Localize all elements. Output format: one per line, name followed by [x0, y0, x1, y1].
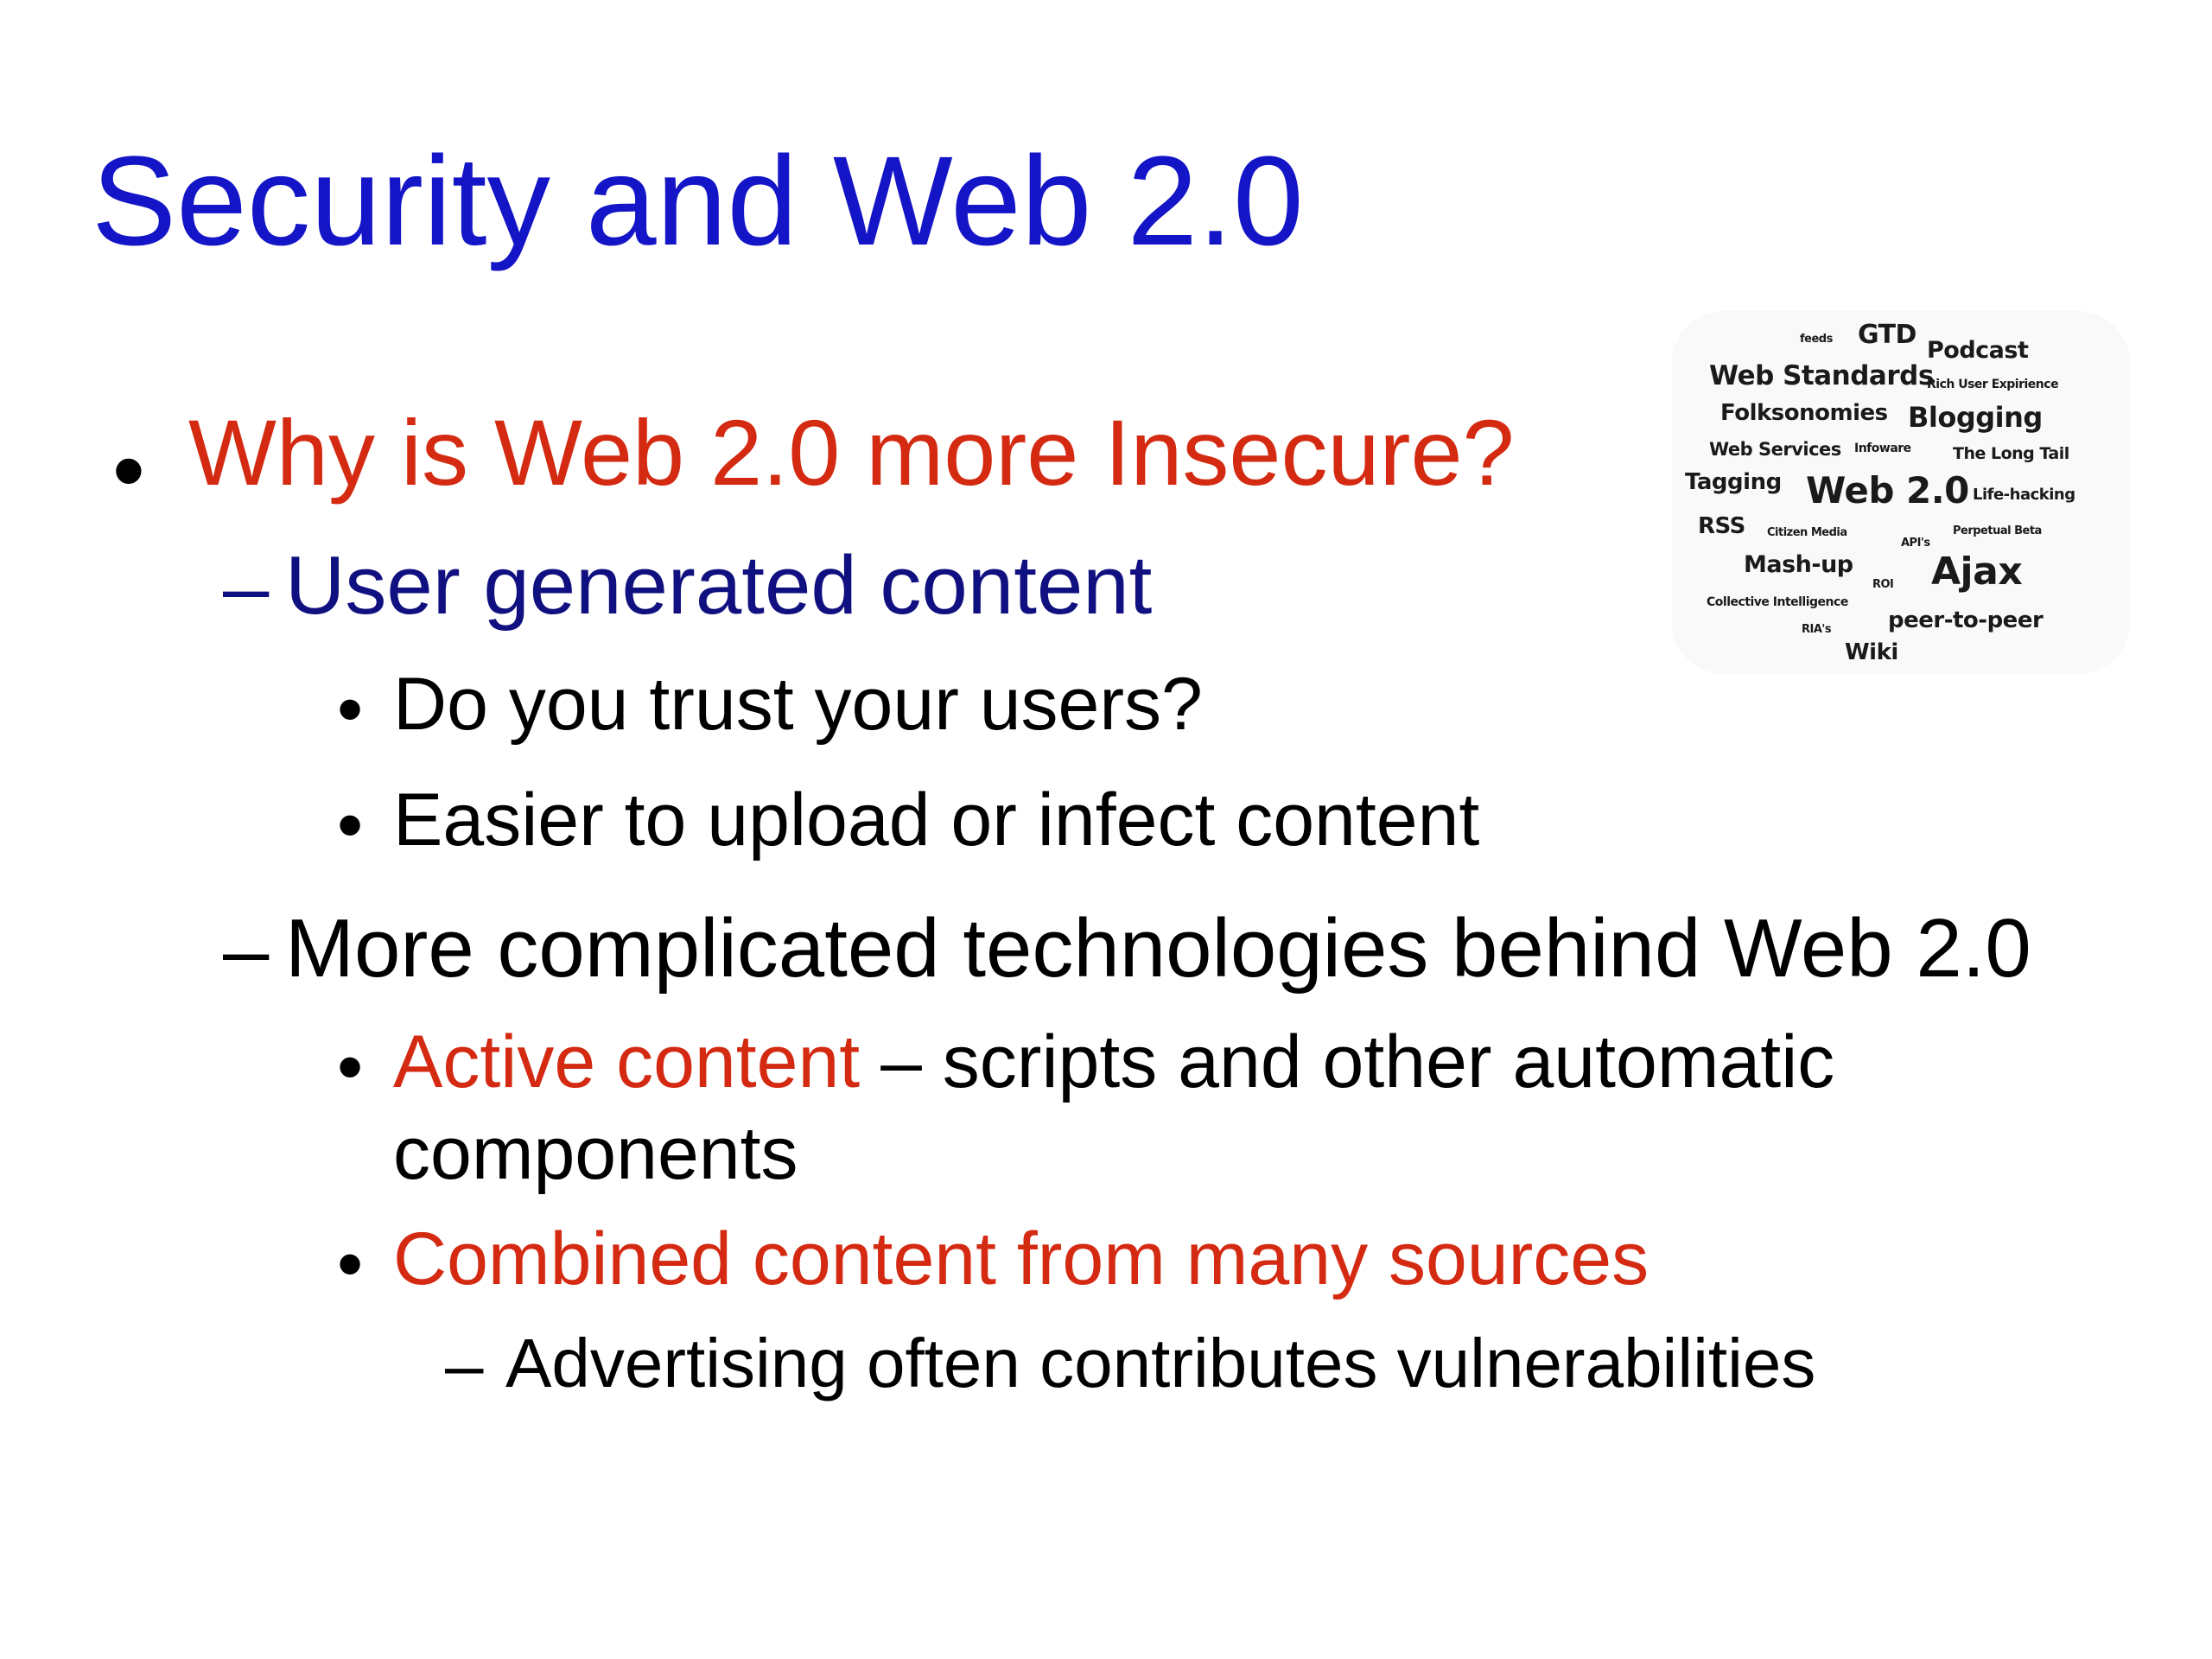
cloud-word: Folksonomies	[1720, 400, 1888, 426]
subbullet-user-generated: User generated content	[285, 539, 1153, 632]
cloud-word: The Long Tail	[1953, 444, 2069, 463]
item-trust-users: Do you trust your users?	[393, 663, 1203, 746]
cloud-word: Mash-up	[1744, 551, 1853, 578]
cloud-word: GTD	[1858, 320, 1916, 350]
dash-marker: –	[223, 541, 270, 633]
dash-marker: –	[445, 1326, 484, 1403]
cloud-word: Web Standards	[1709, 360, 1934, 391]
item-advertising: Advertising often contributes vulnerabil…	[505, 1325, 1816, 1402]
cloud-word: feeds	[1800, 333, 1833, 346]
bullet-marker: •	[112, 417, 145, 522]
cloud-word: ROI	[1872, 578, 1894, 591]
cloud-word: Perpetual Beta	[1953, 524, 2042, 537]
cloud-word: peer-to-peer	[1888, 607, 2044, 633]
cloud-word: Citizen Media	[1767, 526, 1847, 539]
cloud-word: Rich User Expirience	[1927, 378, 2059, 391]
cloud-word: RSS	[1698, 513, 1745, 539]
web20-word-cloud-image: feeds GTD Podcast Web Standards Rich Use…	[1672, 311, 2130, 674]
bullet-marker: •	[337, 1026, 364, 1109]
cloud-word: Collective Intelligence	[1707, 595, 1848, 609]
cloud-word: Life-hacking	[1973, 486, 2075, 504]
subbullet-complicated-tech: More complicated technologies behind Web…	[285, 902, 2031, 995]
cloud-word: Web Services	[1709, 439, 1841, 460]
bullet-marker: •	[337, 668, 364, 751]
cloud-word: Web 2.0	[1806, 469, 1969, 512]
item-easier-upload: Easier to upload or infect content	[393, 779, 1480, 861]
cloud-word: Tagging	[1685, 469, 1782, 495]
active-content-description: – scripts and other automatic	[860, 1020, 1835, 1103]
active-content-highlight: Active content	[393, 1020, 861, 1103]
cloud-word: Wiki	[1845, 639, 1898, 665]
slide-title: Security and Web 2.0	[92, 130, 1304, 272]
bullet-marker: •	[337, 1223, 364, 1306]
cloud-word: Ajax	[1931, 550, 2023, 594]
cloud-word: Podcast	[1927, 337, 2029, 364]
dash-marker: –	[223, 904, 270, 996]
cloud-word: API's	[1901, 537, 1930, 550]
cloud-word: Infoware	[1854, 442, 1911, 455]
cloud-word: RIA's	[1802, 623, 1832, 636]
bullet-why-insecure: Why is Web 2.0 more Insecure?	[188, 400, 1515, 505]
item-active-content-continuation: components	[393, 1112, 798, 1195]
item-active-content: Active content – scripts and other autom…	[393, 1025, 1834, 1099]
bullet-marker: •	[337, 784, 364, 867]
cloud-word: Blogging	[1908, 401, 2043, 434]
item-combined-content: Combined content from many sources	[393, 1217, 1649, 1300]
